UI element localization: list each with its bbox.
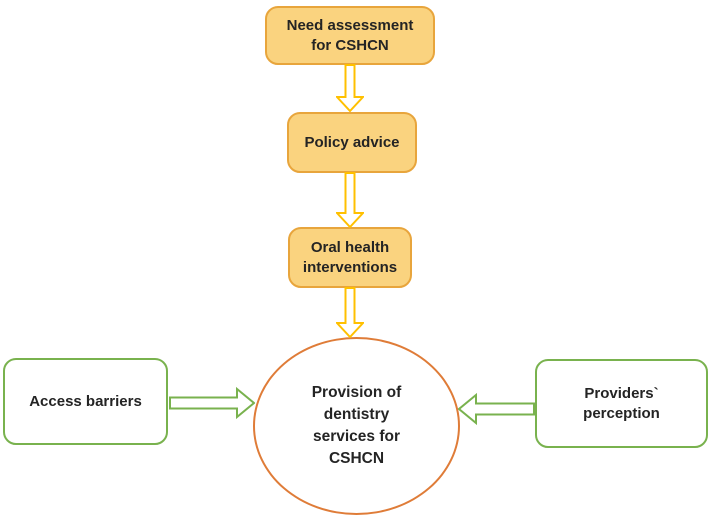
down-arrow-icon — [336, 64, 364, 112]
node-providers-perception-label: Providers` perception — [583, 384, 660, 422]
node-oral-health-interventions-label: Oral health interventions — [302, 238, 398, 276]
node-access-barriers-label: Access barriers — [29, 392, 142, 410]
node-access-barriers: Access barriers — [3, 358, 168, 445]
node-need-assessment: Need assessment for CSHCN — [265, 6, 435, 65]
node-provision-dentistry-label: Provision of dentistry services for CSHC… — [311, 384, 402, 467]
right-arrow-icon — [169, 386, 255, 420]
node-policy-advice: Policy advice — [287, 112, 417, 173]
node-policy-advice-label: Policy advice — [304, 133, 400, 151]
down-arrow-icon — [336, 287, 364, 338]
node-providers-perception: Providers` perception — [535, 359, 708, 448]
down-arrow-icon — [336, 172, 364, 228]
node-need-assessment-label: Need assessment for CSHCN — [286, 16, 414, 54]
node-provision-dentistry-circle: Provision of dentistry services for CSHC… — [253, 337, 460, 515]
node-oral-health-interventions: Oral health interventions — [288, 227, 412, 288]
left-arrow-icon — [458, 392, 535, 426]
